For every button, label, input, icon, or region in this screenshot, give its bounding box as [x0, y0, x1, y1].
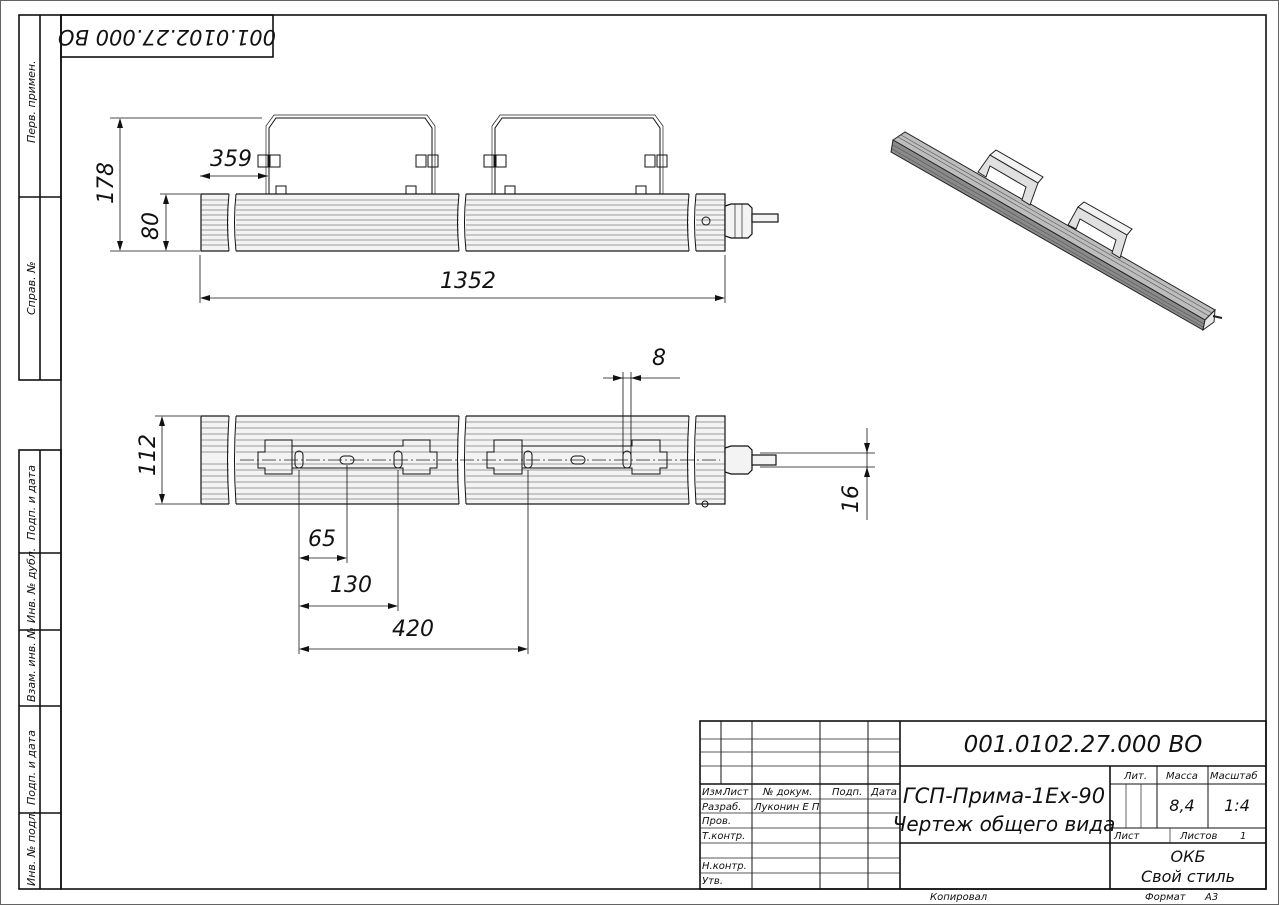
- tb-izm: Изм.: [702, 787, 726, 798]
- side-label-vzam-inv: Взам. инв. №: [25, 627, 38, 702]
- side-label-perv-primen: Перв. примен.: [25, 60, 38, 143]
- dim-1352: 1352: [440, 269, 496, 294]
- tb-listov-val: 1: [1240, 831, 1246, 842]
- cable-top: [751, 213, 779, 223]
- tb-masshtab: Масштаб: [1210, 770, 1258, 782]
- tb-razrab: Разраб.: [702, 801, 741, 813]
- side-label-podp-data-1: Подп. и дата: [25, 465, 38, 540]
- side-label-inv-podl: Инв. № подл.: [25, 810, 38, 886]
- cable-gland-top: [724, 203, 753, 239]
- dim-178: 178: [94, 162, 119, 204]
- bracket-left: [268, 117, 433, 194]
- title-designation: 001.0102.27.000 ВО: [964, 732, 1203, 758]
- tb-massa-val: 8,4: [1169, 796, 1194, 815]
- tb-nkontr: Н.контр.: [702, 861, 747, 872]
- title-product-name: ГСП-Прима-1Ех-90: [903, 784, 1105, 808]
- tb-masshtab-val: 1:4: [1224, 796, 1250, 815]
- tb-org2: Свой стиль: [1141, 867, 1235, 886]
- tb-listov-label: Листов: [1179, 831, 1217, 842]
- tb-utv: Утв.: [702, 876, 723, 887]
- side-label-inv-dubl: Инв. № дубл.: [25, 548, 38, 623]
- dim-359: 359: [210, 147, 252, 172]
- dim-112: 112: [136, 434, 161, 476]
- cable-gland-bottom: [724, 445, 753, 475]
- title-doc-name: Чертеж общего вида: [893, 812, 1116, 836]
- footer-format-label: Формат: [1145, 892, 1187, 903]
- tb-data: Дата: [870, 787, 897, 798]
- bracket-right: [494, 117, 661, 194]
- top-view: 359 178 80 1352: [94, 114, 779, 303]
- bottom-view: 8 112 16 65 130 420: [136, 346, 875, 654]
- tb-lit: Лит.: [1123, 771, 1147, 782]
- dim-130: 130: [330, 573, 372, 598]
- title-block: 001.0102.27.000 ВО ГСП-Прима-1Ех-90 Черт…: [699, 720, 1267, 890]
- rotated-code-box: 001.0102.27.000 ВО: [58, 14, 276, 58]
- dim-65: 65: [308, 527, 336, 552]
- tb-prov: Пров.: [702, 816, 731, 827]
- tb-list: Лист: [722, 787, 750, 798]
- tb-tkontr: Т.контр.: [702, 831, 745, 842]
- footer-kopiroval: Копировал: [930, 892, 988, 903]
- dim-80: 80: [139, 212, 164, 240]
- side-label-sprav-no: Справ. №: [25, 261, 38, 315]
- tb-podp: Подп.: [832, 787, 862, 798]
- tb-no-dokum: № докум.: [762, 787, 812, 798]
- dim-420: 420: [392, 617, 434, 642]
- tb-list-label: Лист: [1113, 831, 1141, 842]
- dim-16: 16: [839, 485, 864, 513]
- tb-org1: ОКБ: [1171, 847, 1206, 866]
- isometric-view: [890, 131, 1223, 332]
- side-strip: Перв. примен. Справ. № Подп. и дата Инв.…: [18, 14, 62, 890]
- rotated-designation: 001.0102.27.000 ВО: [58, 25, 276, 49]
- cable-bottom: [751, 454, 777, 466]
- mount-plate-left: [257, 439, 438, 475]
- side-label-podp-data-2: Подп. и дата: [25, 730, 38, 805]
- tb-massa: Масса: [1166, 771, 1198, 782]
- tb-razrab-name: Луконин Е П: [753, 802, 820, 813]
- dim-8: 8: [652, 346, 666, 371]
- footer-format-val: А3: [1204, 892, 1218, 903]
